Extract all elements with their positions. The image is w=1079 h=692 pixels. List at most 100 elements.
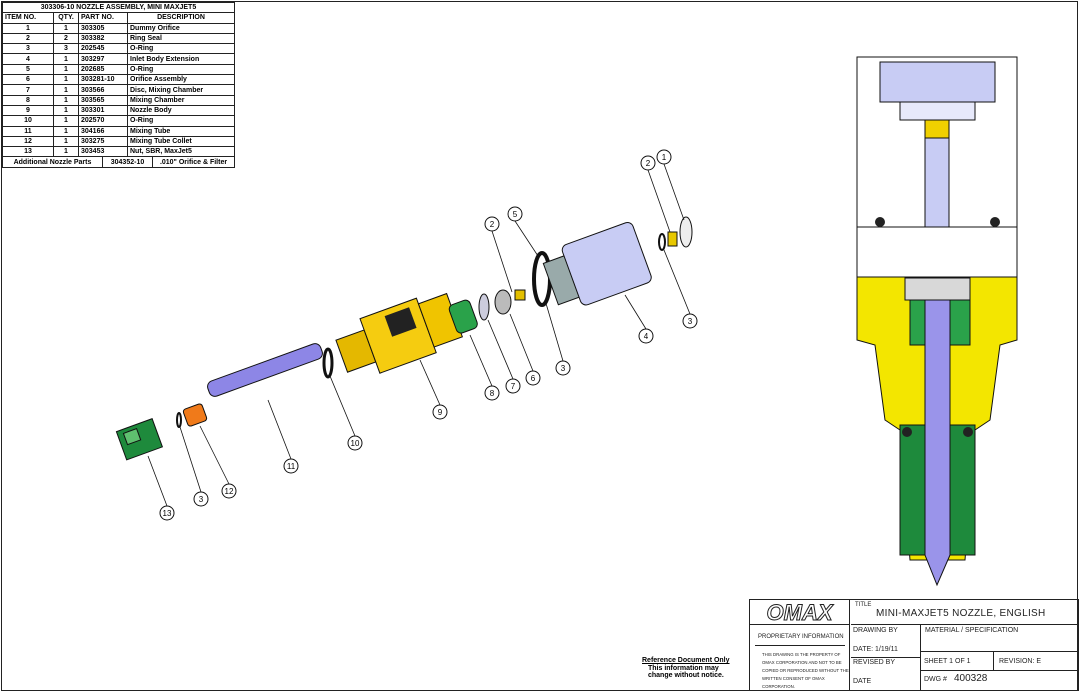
balloon-circle xyxy=(525,370,541,386)
bom-cell-part: 303565 xyxy=(78,94,128,106)
balloon-circle xyxy=(347,435,363,451)
balloon-circle xyxy=(283,458,299,474)
drawing-by-label: DRAWING BY xyxy=(853,627,898,634)
balloon-label: 5 xyxy=(513,210,518,219)
bom-cell-item: 2 xyxy=(2,32,54,45)
bom-cell-part: 303566 xyxy=(78,84,128,96)
collet-part-12 xyxy=(182,403,208,427)
nozzle-body-part-9 xyxy=(335,292,464,374)
bom-cell-part: 303275 xyxy=(78,135,128,148)
balloon-circle xyxy=(682,313,698,329)
reference-note-2: change without notice. xyxy=(648,672,724,679)
leader-lines xyxy=(147,163,691,507)
balloon-label: 10 xyxy=(351,439,360,448)
balloon-label: 2 xyxy=(646,159,651,168)
bom-cell-desc: Mixing Tube xyxy=(127,125,235,137)
bom-cell-item: 8 xyxy=(2,94,54,106)
balloon-circle xyxy=(638,328,654,344)
mixing-tube-part-11 xyxy=(207,343,323,397)
bom-cell-item: 4 xyxy=(2,53,54,65)
additional-desc: .010" Orifice & Filter xyxy=(159,158,228,166)
bom-cell-desc: O-Ring xyxy=(127,115,235,127)
bom-cell-qty: 1 xyxy=(53,115,79,127)
header-part: PART NO. xyxy=(78,12,128,24)
bom-cell-part: 202570 xyxy=(78,115,128,127)
dwg-number: 400328 xyxy=(954,673,988,684)
title-block: OMAX PROPRIETARY INFORMATION THIS DRAWIN… xyxy=(749,599,1079,691)
bom-cell-item: 10 xyxy=(2,115,54,127)
bom-cell-part: 303301 xyxy=(78,104,128,117)
bom-cell-item: 1 xyxy=(2,22,54,34)
balloon-label: 2 xyxy=(490,220,495,229)
reference-note: Reference Document Only This information… xyxy=(642,657,730,680)
bom-cell-item: 9 xyxy=(2,104,54,117)
bom-cell-item: 13 xyxy=(2,146,54,158)
inlet-body-part-4 xyxy=(542,222,652,306)
oring-part-3 xyxy=(658,233,666,251)
bom-cell-part: 303305 xyxy=(78,22,128,34)
title-label: TITLE xyxy=(855,602,872,608)
balloon-label: 11 xyxy=(287,462,296,471)
bom-cell-part: 202685 xyxy=(78,63,128,76)
oring-part-3b xyxy=(176,412,182,428)
bom-cell-desc: Ring Seal xyxy=(127,32,235,45)
bom-cell-desc: Mixing Chamber xyxy=(127,94,235,106)
bom-cell-desc: Inlet Body Extension xyxy=(127,53,235,65)
proprietary-heading: PROPRIETARY INFORMATION xyxy=(758,634,844,640)
bom-cell-part: 202545 xyxy=(78,43,128,55)
dwg-label: DWG # xyxy=(924,676,947,683)
additional-label: Additional Nozzle Parts xyxy=(3,157,103,167)
oring-part-5 xyxy=(532,251,552,307)
date-label: DATE xyxy=(853,678,872,685)
bom-cell-desc: Nozzle Body xyxy=(127,104,235,117)
nut-part-13 xyxy=(115,418,164,461)
drawing-title: MINI-MAXJET5 NOZZLE, ENGLISH xyxy=(876,608,1046,619)
bom-cell-desc: Disc, Mixing Chamber xyxy=(127,84,235,96)
balloon-circle xyxy=(221,483,237,499)
balloon-circle xyxy=(640,155,656,171)
bom-cell-item: 12 xyxy=(2,135,54,148)
bom-cell-item: 5 xyxy=(2,63,54,76)
balloon-label: 1 xyxy=(662,153,667,162)
bom-cell-qty: 1 xyxy=(53,22,79,34)
bill-of-materials: 303306-10 NOZZLE ASSEMBLY, MINI MAXJET5 … xyxy=(2,1,235,168)
bom-cell-item: 6 xyxy=(2,74,54,86)
revised-by-label: REVISED BY xyxy=(853,659,896,666)
mixing-chamber-part-8 xyxy=(448,299,478,334)
balloon-label: 3 xyxy=(688,317,693,326)
header-qty: QTY. xyxy=(53,12,79,24)
sheet-label: SHEET 1 OF 1 xyxy=(921,652,994,671)
additional-part: 304352-10 xyxy=(102,157,153,167)
balloon-circle xyxy=(505,378,521,394)
bom-cell-desc: Dummy Orifice xyxy=(127,22,235,34)
balloon-label: 3 xyxy=(561,364,566,373)
reference-title: Reference Document Only xyxy=(642,657,730,664)
bom-cell-part: 304166 xyxy=(78,125,128,137)
balloon-circle xyxy=(432,404,448,420)
bom-cell-qty: 2 xyxy=(53,32,79,45)
balloon-label: 13 xyxy=(163,509,172,518)
bom-title: 303306-10 NOZZLE ASSEMBLY, MINI MAXJET5 xyxy=(2,1,235,14)
bom-cell-item: 7 xyxy=(2,84,54,96)
bom-cell-item: 11 xyxy=(2,125,54,137)
balloon-label: 9 xyxy=(438,408,443,417)
proprietary-text: THIS DRAWING IS THE PROPERTY OF OMAX COR… xyxy=(762,652,849,689)
balloon-label: 7 xyxy=(511,382,516,391)
omax-logo: OMAX xyxy=(750,600,850,626)
balloon-label: 4 xyxy=(644,332,649,341)
balloon-label: 12 xyxy=(225,487,234,496)
bom-cell-desc: O-Ring xyxy=(127,43,235,55)
balloon-circle xyxy=(555,360,571,376)
bom-cell-part: 303297 xyxy=(78,53,128,65)
orifice-part-6 xyxy=(494,289,526,315)
ring-seal-part-2 xyxy=(667,231,678,247)
balloon-circle xyxy=(484,216,500,232)
